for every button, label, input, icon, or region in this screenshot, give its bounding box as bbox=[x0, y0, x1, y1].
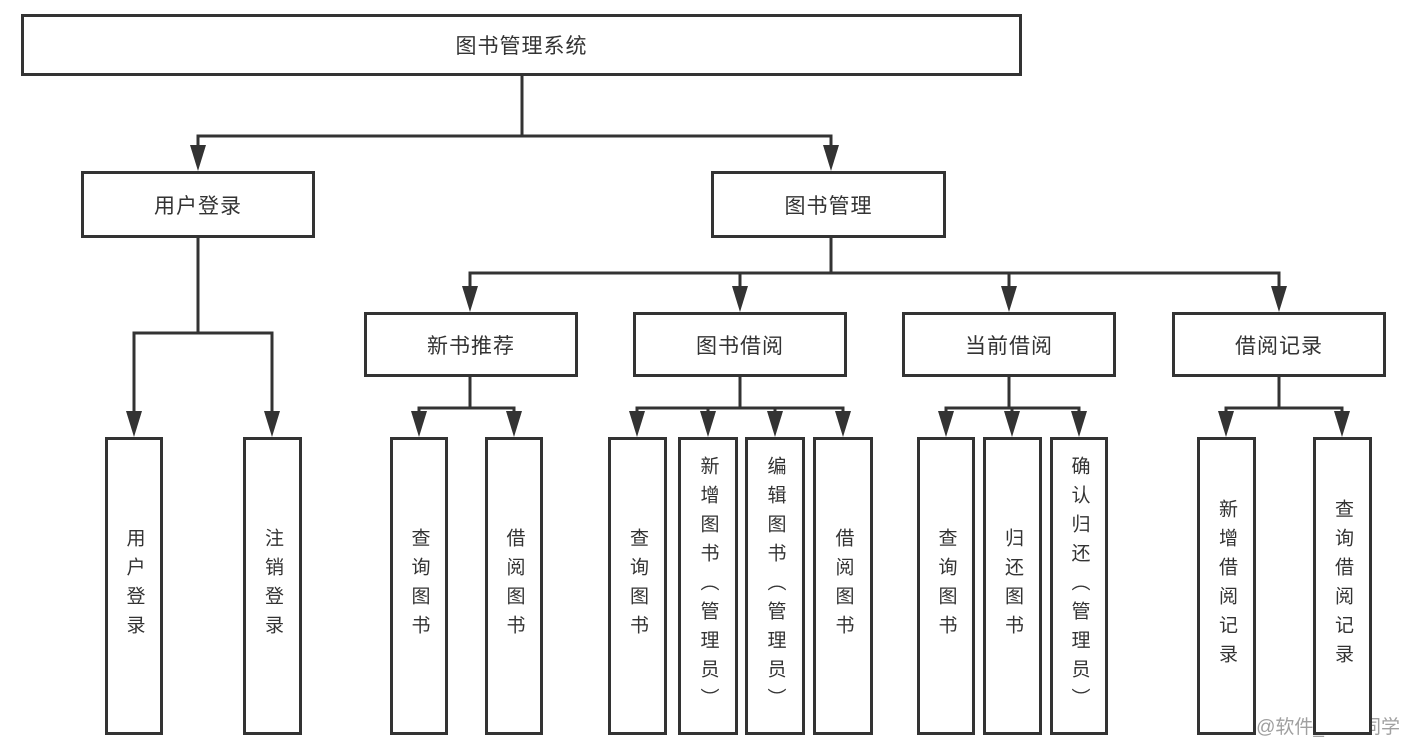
node-label: 图书借阅 bbox=[696, 334, 784, 358]
node-label: 编辑图书（管理员） bbox=[764, 455, 786, 717]
node-leaf-query-book-borrow: 查询图书 bbox=[608, 437, 667, 735]
node-label: 图书管理系统 bbox=[455, 35, 588, 58]
node-label: 借阅图书 bbox=[503, 528, 525, 644]
node-leaf-logout: 注销登录 bbox=[243, 437, 302, 735]
node-label: 归还图书 bbox=[1002, 528, 1023, 644]
node-label: 当前借阅 bbox=[965, 334, 1053, 358]
node-label: 用户登录 bbox=[154, 194, 242, 218]
node-leaf-borrow-book: 借阅图书 bbox=[813, 437, 873, 735]
node-label: 新书推荐 bbox=[427, 334, 515, 358]
node-label: 查询图书 bbox=[408, 528, 430, 644]
node-leaf-confirm-return-admin: 确认归还（管理员） bbox=[1050, 437, 1108, 735]
node-current-borrow: 当前借阅 bbox=[902, 312, 1116, 377]
node-label: 新增借阅记录 bbox=[1216, 499, 1237, 673]
node-leaf-user-login: 用户登录 bbox=[105, 437, 163, 735]
node-label: 用户登录 bbox=[123, 528, 145, 644]
node-leaf-return-book: 归还图书 bbox=[983, 437, 1042, 735]
node-label: 查询借阅记录 bbox=[1332, 499, 1353, 673]
node-leaf-borrow-book-recommend: 借阅图书 bbox=[485, 437, 543, 735]
node-label: 新增图书（管理员） bbox=[697, 455, 719, 717]
node-leaf-add-borrow-record: 新增借阅记录 bbox=[1197, 437, 1256, 735]
node-root: 图书管理系统 bbox=[21, 14, 1022, 76]
node-leaf-query-book-recommend: 查询图书 bbox=[390, 437, 448, 735]
node-borrow-record: 借阅记录 bbox=[1172, 312, 1386, 377]
node-leaf-query-book-current: 查询图书 bbox=[917, 437, 975, 735]
node-label: 借阅记录 bbox=[1235, 334, 1323, 358]
connector-path bbox=[132, 74, 1344, 427]
node-label: 图书管理 bbox=[784, 194, 873, 218]
node-label: 确认归还（管理员） bbox=[1068, 455, 1090, 717]
node-book-borrow: 图书借阅 bbox=[633, 312, 847, 377]
node-label: 查询图书 bbox=[627, 528, 648, 644]
node-leaf-add-book-admin: 新增图书（管理员） bbox=[678, 437, 738, 735]
node-label: 借阅图书 bbox=[832, 528, 854, 644]
node-leaf-edit-book-admin: 编辑图书（管理员） bbox=[745, 437, 805, 735]
node-book-management: 图书管理 bbox=[711, 171, 946, 238]
node-user-login-group: 用户登录 bbox=[81, 171, 315, 238]
node-leaf-query-borrow-record: 查询借阅记录 bbox=[1313, 437, 1372, 735]
node-label: 注销登录 bbox=[262, 528, 283, 644]
node-new-book-recommend: 新书推荐 bbox=[364, 312, 578, 377]
node-label: 查询图书 bbox=[935, 528, 957, 644]
